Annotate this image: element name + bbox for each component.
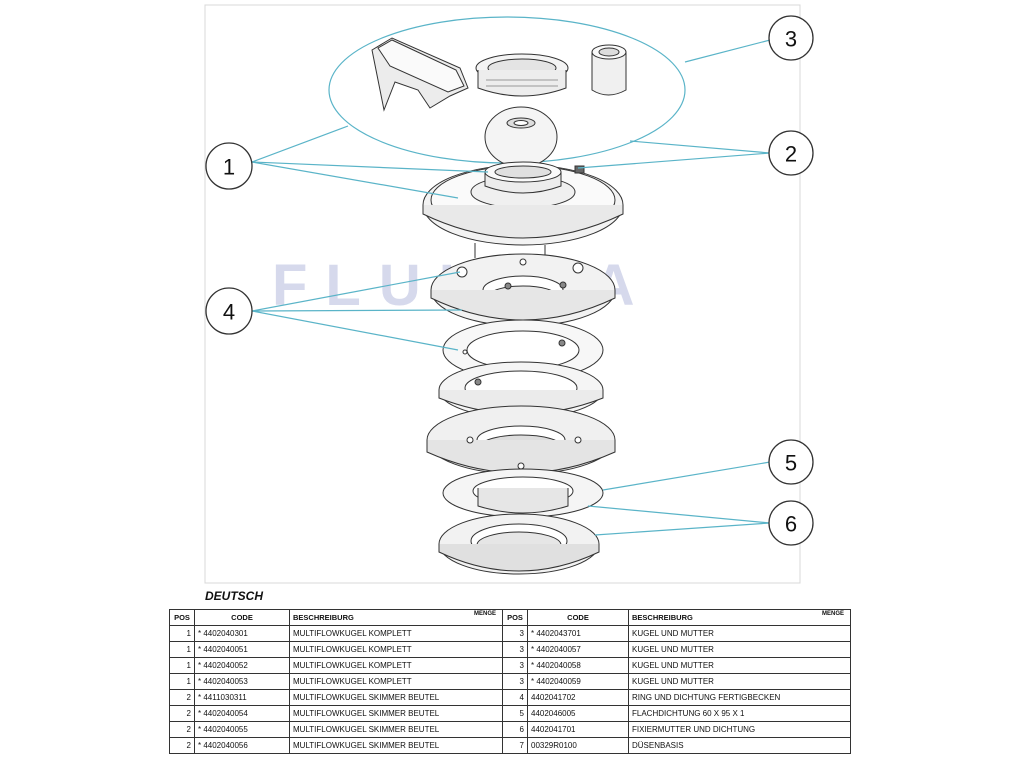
row-pos-right: 5	[502, 705, 528, 722]
nozzle-part	[591, 44, 627, 96]
row-desc-left: MULTIFLOWKUGEL KOMPLETT	[289, 657, 503, 674]
row-pos-right: 3	[502, 641, 528, 658]
row-code-left: * 4411030311	[194, 689, 290, 706]
row-desc-left: MULTIFLOWKUGEL KOMPLETT	[289, 673, 503, 690]
base-flange-part	[426, 405, 616, 475]
language-heading: DEUTSCH	[205, 589, 264, 603]
header-code-left: CODE	[194, 609, 290, 626]
row-code-left: * 4402040055	[194, 721, 290, 738]
row-desc-right: KUGEL UND MUTTER	[628, 641, 851, 658]
row-code-right: 4402046005	[527, 705, 629, 722]
row-pos-left: 2	[169, 705, 195, 722]
row-pos-right: 4	[502, 689, 528, 706]
mounting-ring-part	[430, 253, 616, 327]
row-code-left: * 4402040051	[194, 641, 290, 658]
header-pos-right: POS	[502, 609, 528, 626]
callout-2: 2	[768, 130, 814, 176]
skimmer-plate-part	[371, 37, 469, 112]
row-desc-left: MULTIFLOWKUGEL SKIMMER BEUTEL	[289, 689, 503, 706]
callout-2-label: 2	[785, 142, 797, 167]
header-desc-right: BESCHREIBURG MENGE	[628, 609, 851, 626]
callout-3: 3	[768, 15, 814, 61]
row-code-right: * 4402043701	[527, 625, 629, 642]
fixing-nut-part	[438, 513, 600, 575]
row-code-left: * 4402040053	[194, 673, 290, 690]
row-code-right: * 4402040058	[527, 657, 629, 674]
header-menge-right: MENGE	[821, 611, 844, 617]
row-pos-left: 1	[169, 641, 195, 658]
row-code-left: * 4402040301	[194, 625, 290, 642]
row-pos-left: 2	[169, 689, 195, 706]
exploded-parts-drawing: FLUIDRA	[204, 4, 814, 584]
callout-4: 4	[205, 287, 253, 335]
row-desc-left: MULTIFLOWKUGEL KOMPLETT	[289, 641, 503, 658]
callout-6-label: 6	[785, 512, 797, 537]
row-desc-right: RING UND DICHTUNG FERTIGBECKEN	[628, 689, 851, 706]
row-code-right: 00329R0100	[527, 737, 629, 754]
row-desc-right: FIXIERMUTTER UND DICHTUNG	[628, 721, 851, 738]
leader-lines	[251, 39, 771, 536]
row-pos-right: 3	[502, 657, 528, 674]
threaded-nut-part	[475, 53, 569, 97]
row-pos-left: 1	[169, 673, 195, 690]
face-plate-part	[422, 161, 624, 260]
callout-5: 5	[768, 439, 814, 485]
row-desc-left: MULTIFLOWKUGEL KOMPLETT	[289, 625, 503, 642]
row-desc-right: KUGEL UND MUTTER	[628, 673, 851, 690]
row-pos-right: 3	[502, 673, 528, 690]
callout-6: 6	[768, 500, 814, 546]
header-desc-left: BESCHREIBURG MENGE	[289, 609, 503, 626]
row-code-left: * 4402040054	[194, 705, 290, 722]
header-code-right: CODE	[527, 609, 629, 626]
header-pos-left: POS	[169, 609, 195, 626]
row-pos-right: 7	[502, 737, 528, 754]
row-code-left: * 4402040056	[194, 737, 290, 754]
row-pos-right: 3	[502, 625, 528, 642]
header-desc-left-text: BESCHREIBURG	[293, 613, 354, 622]
gasket-ring-2	[438, 361, 604, 419]
row-desc-left: MULTIFLOWKUGEL SKIMMER BEUTEL	[289, 705, 503, 722]
callout-1: 1	[205, 142, 253, 190]
drawing-frame	[204, 4, 801, 584]
table-header-row: POS CODE BESCHREIBURG MENGE POS CODE BESC…	[169, 609, 851, 626]
callout-1-label: 1	[223, 155, 235, 180]
flat-gasket-part	[442, 468, 604, 518]
row-desc-left: MULTIFLOWKUGEL SKIMMER BEUTEL	[289, 737, 503, 754]
row-code-left: * 4402040052	[194, 657, 290, 674]
header-desc-right-text: BESCHREIBURG	[632, 613, 693, 622]
row-pos-left: 2	[169, 737, 195, 754]
callout-5-label: 5	[785, 451, 797, 476]
parts-table: POS CODE BESCHREIBURG MENGE POS CODE BESC…	[169, 609, 851, 754]
row-desc-right: DÜSENBASIS	[628, 737, 851, 754]
row-pos-right: 6	[502, 721, 528, 738]
row-code-right: 4402041702	[527, 689, 629, 706]
row-pos-left: 1	[169, 625, 195, 642]
header-menge-left: MENGE	[473, 611, 496, 617]
row-desc-right: KUGEL UND MUTTER	[628, 625, 851, 642]
row-code-right: * 4402040057	[527, 641, 629, 658]
ball-part	[484, 106, 558, 168]
row-code-right: 4402041701	[527, 721, 629, 738]
row-desc-right: FLACHDICHTUNG 60 X 95 X 1	[628, 705, 851, 722]
row-desc-left: MULTIFLOWKUGEL SKIMMER BEUTEL	[289, 721, 503, 738]
row-pos-left: 1	[169, 657, 195, 674]
row-code-right: * 4402040059	[527, 673, 629, 690]
row-pos-left: 2	[169, 721, 195, 738]
row-desc-right: KUGEL UND MUTTER	[628, 657, 851, 674]
callout-3-label: 3	[785, 27, 797, 52]
callout-4-label: 4	[223, 300, 235, 325]
